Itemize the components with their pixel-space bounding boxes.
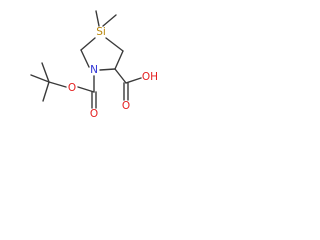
atom-label-acid-carbonyl-oxygen: O: [122, 100, 130, 112]
bond-c5-acid: [114, 68, 127, 84]
boc-group: [30, 62, 97, 109]
bond-c4-c5: [114, 50, 124, 70]
bond-acid-oh: [125, 77, 142, 84]
atom-label-hydroxyl: OH: [142, 71, 158, 83]
atom-label-boc-carbonyl-oxygen: O: [90, 108, 98, 120]
atom-label-silicon: Si: [96, 26, 106, 38]
si-methyl-groups: [95, 10, 117, 27]
bond-si-methyl-1: [95, 10, 100, 27]
molecule-structure: Si N O O O OH: [30, 10, 158, 120]
bond-si-c4: [105, 37, 124, 52]
bond-ester-o-tbu: [48, 81, 67, 88]
bond-c5-n: [99, 68, 116, 71]
bond-tbu-methyl-1: [30, 74, 50, 83]
pyrrolidine-ring: [80, 37, 124, 71]
bond-n-c2: [80, 49, 90, 68]
atom-labels: Si N O O O OH: [68, 26, 158, 120]
carboxylic-acid-group: [114, 68, 142, 101]
bond-si-methyl-2: [102, 14, 117, 27]
bond-carbonyl-ester-o: [77, 86, 95, 93]
bond-tbu-methyl-2: [41, 62, 50, 83]
atom-label-nitrogen: N: [90, 64, 98, 76]
bond-tbu-methyl-3: [42, 81, 50, 102]
atom-label-ester-oxygen: O: [68, 82, 76, 94]
bond-c2-si: [80, 37, 96, 51]
